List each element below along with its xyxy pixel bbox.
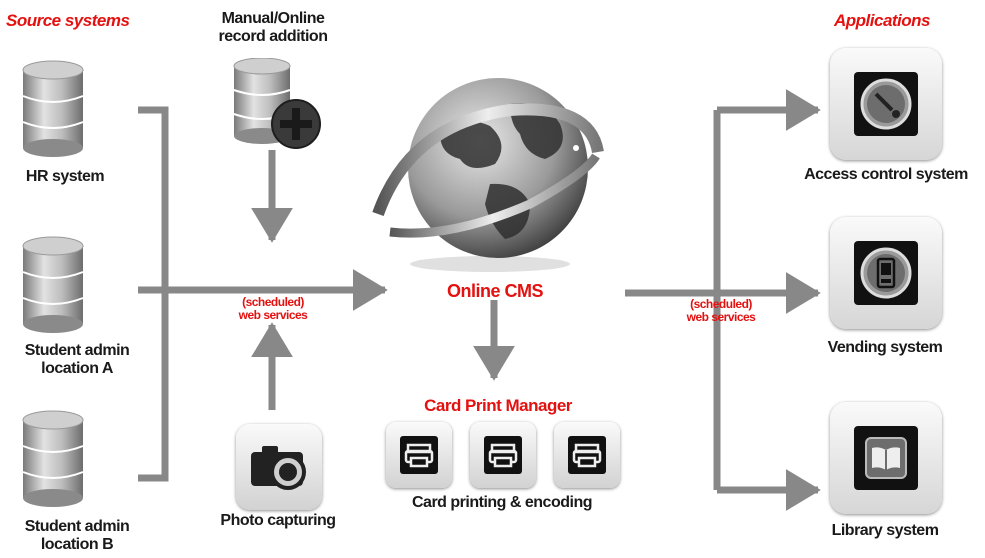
card-print-manager-label: Card Print Manager <box>424 396 572 415</box>
student-admin-a-label: Student admin location A <box>24 342 130 377</box>
web-services-right-label: (scheduled) web services <box>686 297 756 325</box>
source-bracket-line <box>138 106 169 482</box>
vending-machine-icon <box>860 247 912 299</box>
printer-tile <box>386 422 452 488</box>
database-icon <box>22 410 84 507</box>
online-cms-label: Online CMS <box>446 281 544 301</box>
printer-tile <box>470 422 536 488</box>
printer-tile <box>554 422 620 488</box>
camera-icon <box>251 446 306 490</box>
web-services-left-label: (scheduled) web services <box>238 295 308 323</box>
printer-icon <box>572 443 602 468</box>
library-system-label: Library system <box>831 522 939 539</box>
applications-header: Applications <box>834 11 931 30</box>
vending-system-label: Vending system <box>827 339 943 356</box>
card-printing-label: Card printing & encoding <box>412 494 593 511</box>
access-control-label: Access control system <box>804 166 968 183</box>
library-tile <box>830 402 942 514</box>
database-icon <box>22 236 84 333</box>
database-icon <box>22 60 84 157</box>
access-control-tile <box>830 48 942 160</box>
vending-tile <box>830 217 942 329</box>
manual-record-label: Manual/Online record addition <box>218 10 328 45</box>
source-systems-header: Source systems <box>6 11 130 30</box>
photo-capturing-label: Photo capturing <box>220 512 336 529</box>
printer-icon <box>404 443 434 468</box>
camera-tile <box>236 424 322 510</box>
key-reader-icon <box>860 78 912 130</box>
globe-icon <box>372 78 604 272</box>
student-admin-b-label: Student admin location B <box>24 518 130 553</box>
printer-icon <box>488 443 518 468</box>
hr-system-label: HR system <box>25 168 105 185</box>
book-icon <box>865 437 907 479</box>
database-add-icon <box>233 58 321 149</box>
